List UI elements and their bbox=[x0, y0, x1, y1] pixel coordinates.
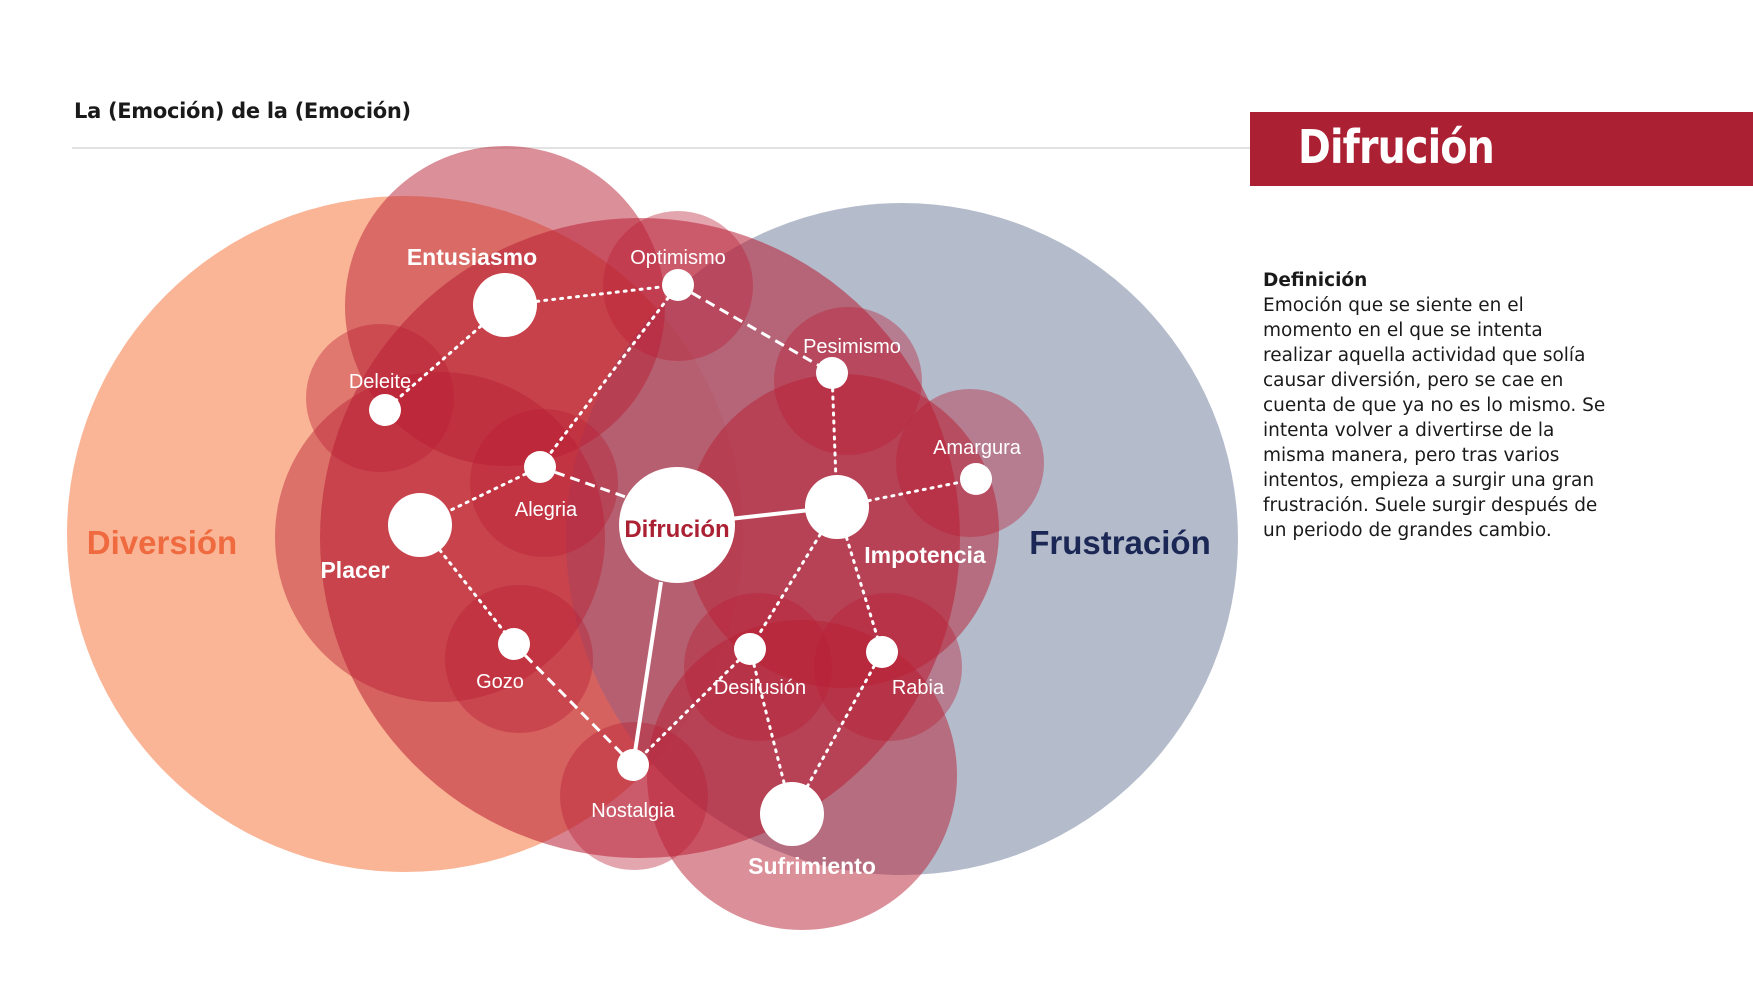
node-nostalgia bbox=[617, 749, 649, 781]
banner-title: Difrución bbox=[1298, 120, 1495, 174]
label-pesimismo: Pesimismo bbox=[803, 336, 901, 358]
label-deleite: Deleite bbox=[349, 371, 411, 393]
label-placer: Placer bbox=[320, 557, 389, 583]
label-desilusion: Desilusión bbox=[714, 677, 806, 699]
node-amargura bbox=[960, 463, 992, 495]
label-diversion: Diversión bbox=[87, 524, 237, 561]
link-entusiasmo-optimismo bbox=[503, 283, 680, 307]
link-desilusion-nostalgia bbox=[631, 647, 752, 767]
title-banner: Difrución bbox=[1250, 112, 1753, 186]
page-subtitle: La (Emoción) de la (Emoción) bbox=[74, 99, 411, 123]
label-rabia: Rabia bbox=[892, 677, 945, 699]
node-pesimismo bbox=[816, 357, 848, 389]
bubble-pesimismo bbox=[774, 307, 922, 455]
bubble-alegria bbox=[470, 409, 618, 557]
bubble-sufrimiento bbox=[647, 620, 957, 930]
label-entusiasmo: Entusiasmo bbox=[407, 244, 537, 270]
definition-block: Definición Emoción que se siente en el m… bbox=[1263, 268, 1608, 543]
node-entusiasmo bbox=[473, 273, 537, 337]
header-divider bbox=[72, 147, 1250, 149]
label-impotencia: Impotencia bbox=[864, 542, 986, 568]
link-alegria-difrucion bbox=[539, 465, 641, 504]
node-deleite bbox=[369, 394, 401, 426]
label-sufrimiento: Sufrimiento bbox=[748, 853, 876, 879]
definition-heading: Definición bbox=[1263, 270, 1368, 291]
node-difrucion bbox=[619, 467, 735, 583]
label-alegria: Alegria bbox=[515, 499, 578, 521]
node-impotencia bbox=[805, 475, 869, 539]
link-difrucion-nostalgia bbox=[631, 581, 663, 766]
node-gozo bbox=[498, 628, 530, 660]
node-desilusion bbox=[734, 633, 766, 665]
definition-text: Emoción que se siente en el momento en e… bbox=[1263, 295, 1606, 541]
node-rabia bbox=[866, 636, 898, 668]
link-optimismo-pesimismo bbox=[677, 283, 833, 375]
label-difrucion: Difrución bbox=[624, 516, 729, 543]
label-amargura: Amargura bbox=[933, 437, 1022, 459]
bubble-amargura bbox=[896, 389, 1044, 537]
label-gozo: Gozo bbox=[476, 671, 524, 693]
label-frustracion: Frustración bbox=[1029, 524, 1211, 561]
link-impotencia-desilusion bbox=[748, 505, 839, 651]
label-optimismo: Optimismo bbox=[630, 247, 726, 269]
node-alegria bbox=[524, 451, 556, 483]
label-nostalgia: Nostalgia bbox=[591, 800, 675, 822]
node-placer bbox=[388, 493, 452, 557]
emotion-diagram: Diversión Frustración Entusiasmo Optimis… bbox=[67, 146, 1238, 930]
link-gozo-nostalgia bbox=[512, 642, 635, 767]
link-optimismo-alegria bbox=[538, 283, 680, 469]
node-sufrimiento bbox=[760, 782, 824, 846]
node-optimismo bbox=[662, 269, 694, 301]
